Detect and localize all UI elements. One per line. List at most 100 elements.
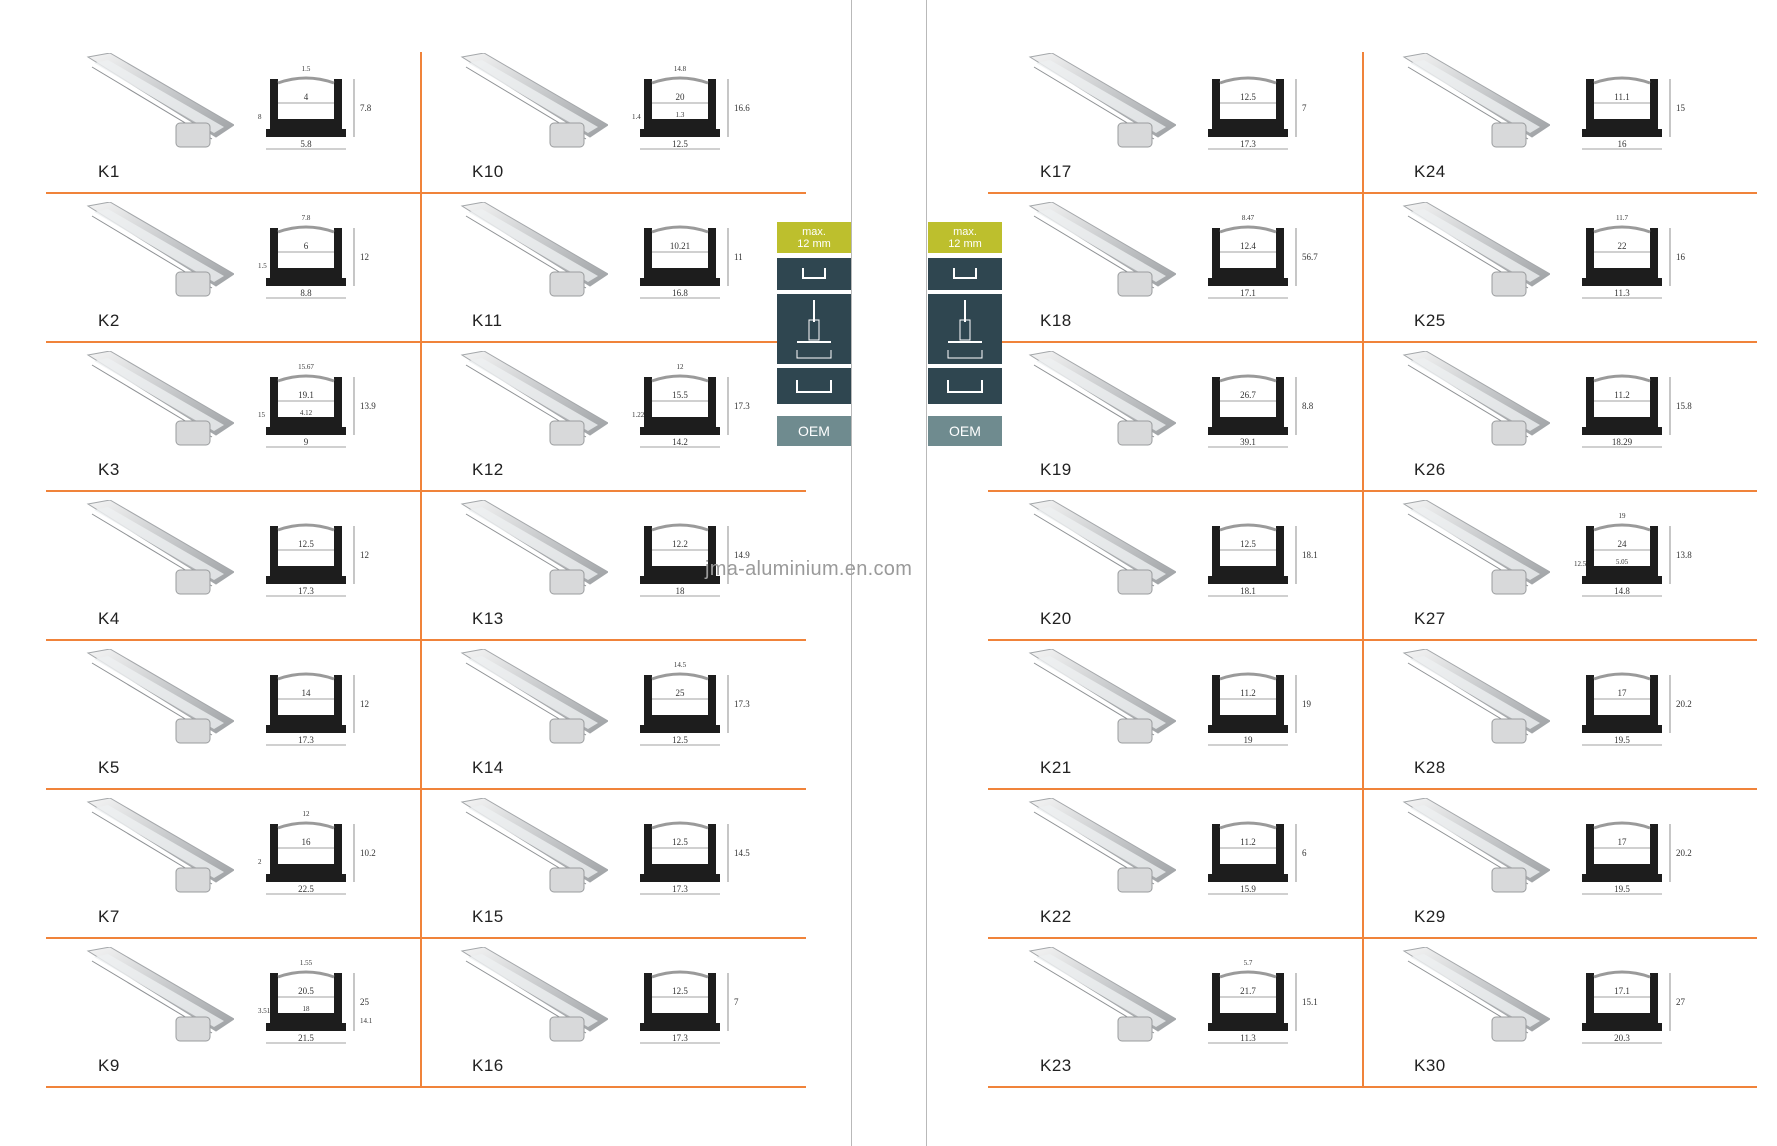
profile-photo: [460, 202, 608, 297]
end-cap: [175, 122, 211, 148]
product-code: K5: [98, 758, 120, 777]
dimension-label: 18.1: [1302, 550, 1318, 560]
row-separator: [46, 1086, 420, 1088]
dimension-label: 17.3: [672, 1033, 688, 1043]
profile-photo-shape: [1028, 649, 1176, 736]
product-code: K19: [1040, 460, 1072, 479]
profile-photo: [86, 500, 234, 595]
cross-section-shape: [640, 675, 720, 733]
dimension-label: 10.2: [360, 848, 376, 858]
product-code: K4: [98, 609, 120, 628]
dimension-label: 14.8: [1614, 586, 1630, 596]
row-separator: [420, 1086, 806, 1088]
dimension-label: 20.5: [298, 986, 314, 996]
product-code: K7: [98, 907, 120, 926]
profile-photo-shape: [460, 947, 608, 1034]
dimension-label: 11.3: [1240, 1033, 1256, 1043]
cross-section-shape: [1582, 228, 1662, 286]
end-cap: [175, 867, 211, 893]
end-cap: [175, 569, 211, 595]
cross-section-shape: [266, 377, 346, 435]
product-code: K29: [1414, 907, 1446, 926]
profile-photo-shape: [1028, 798, 1176, 885]
profile-photo-shape: [1402, 53, 1550, 140]
end-cap: [549, 420, 585, 446]
dimension-label: 15: [1676, 103, 1686, 113]
cross-section-shape: [1208, 675, 1288, 733]
dimension-label: 4.12: [300, 409, 313, 417]
diffuser-cover: [651, 76, 709, 85]
end-cap: [1117, 718, 1153, 744]
cross-section-shape: [1208, 526, 1288, 584]
row-separator: [46, 490, 420, 492]
dimension-label: 14.5: [734, 848, 750, 858]
dimension-label: 17: [1618, 837, 1628, 847]
end-cap: [1491, 271, 1527, 297]
profile-photo: [1028, 53, 1176, 148]
end-cap: [549, 867, 585, 893]
dimension-label: 12: [360, 550, 369, 560]
dimension-label: 11.2: [1240, 837, 1255, 847]
profile-photo: [460, 947, 608, 1042]
profile-photo-shape: [1028, 351, 1176, 438]
dimension-label: 15.1: [1302, 997, 1318, 1007]
product-code: K16: [472, 1056, 504, 1075]
dimension-label: 20: [676, 92, 686, 102]
row-separator: [988, 490, 1362, 492]
product-code: K28: [1414, 758, 1446, 777]
cross-section-shape: [640, 973, 720, 1031]
dimension-label: 5.05: [1616, 558, 1629, 566]
profile-photo-shape: [1402, 947, 1550, 1034]
profile-photo: [1402, 500, 1550, 595]
profile-photo-shape: [1402, 649, 1550, 736]
profile-photo: [460, 500, 608, 595]
diffuser-cover: [651, 821, 709, 830]
dimension-label: 1.3: [676, 111, 685, 119]
end-cap: [1117, 122, 1153, 148]
row-separator: [1362, 192, 1757, 194]
row-separator: [420, 490, 806, 492]
dimension-label: 12: [303, 810, 311, 818]
diffuser-cover: [1219, 821, 1277, 830]
cross-section-drawing: 12.517.312: [266, 523, 369, 597]
column-divider-left: [420, 52, 422, 1088]
dimension-label: 12.5: [672, 139, 688, 149]
diffuser-cover: [1593, 76, 1651, 85]
dimension-label: 20.3: [1614, 1033, 1630, 1043]
dimension-label: 17.1: [1240, 288, 1256, 298]
profile-photo-shape: [86, 202, 234, 289]
dimension-label: 12.5: [672, 986, 688, 996]
profile-photo: [1028, 351, 1176, 446]
dimension-label: 12.5: [1574, 560, 1587, 568]
row-separator: [988, 1086, 1362, 1088]
profile-photo-shape: [1402, 500, 1550, 587]
dimension-label: 26.7: [1240, 390, 1256, 400]
cross-section-drawing: 17.120.327: [1582, 970, 1686, 1044]
dimension-label: 17.3: [734, 699, 750, 709]
dimension-label: 16: [1676, 252, 1686, 262]
end-cap: [549, 718, 585, 744]
end-cap: [1491, 718, 1527, 744]
end-cap: [1491, 122, 1527, 148]
dimension-label: 13.9: [360, 401, 376, 411]
dimension-label: 39.1: [1240, 437, 1256, 447]
profile-photo-shape: [86, 947, 234, 1034]
diffuser-cover: [1219, 225, 1277, 234]
profile-photo-shape: [460, 500, 608, 587]
diffuser-cover: [1219, 374, 1277, 383]
dimension-label: 7.8: [360, 103, 372, 113]
dimension-label: 14.8: [674, 65, 687, 73]
